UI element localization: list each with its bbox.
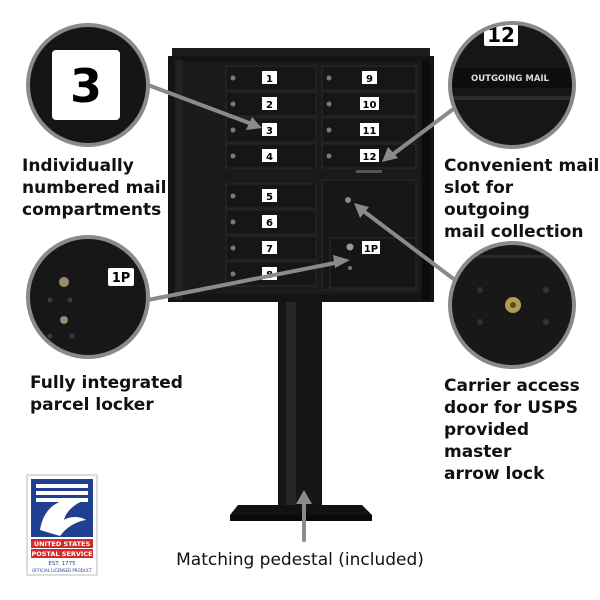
eagle-icon xyxy=(40,499,86,536)
compartment-number: 10 xyxy=(363,100,377,111)
zoom-outgoing-slot: 12 OUTGOING MAIL xyxy=(448,21,576,149)
compartment-number: 11 xyxy=(363,126,377,137)
usps-logo: UNITED STATES POSTAL SERVICE EST. 1775 O… xyxy=(26,474,98,576)
outgoing-mail-label: OUTGOING MAIL xyxy=(471,74,550,84)
compartment-number: 6 xyxy=(266,218,273,229)
usps-line4: OFFICIAL LICENSED PRODUCT xyxy=(32,568,92,573)
usps-line2: POSTAL SERVICE xyxy=(31,550,92,558)
mailbox-cabinet: 1 2 3 4 5 6 7 8 9 10 11 12 1P xyxy=(168,48,434,302)
compartment-number: 9 xyxy=(366,74,373,85)
callout-parcel-text: Fully integrated parcel locker xyxy=(30,373,183,415)
compartment-number: 12 xyxy=(363,152,377,163)
zoom-parcel-locker: 1P xyxy=(26,235,150,359)
compartment-number: 3 xyxy=(266,126,273,137)
compartment-number: 1 xyxy=(266,74,273,85)
usps-line3: EST. 1775 xyxy=(48,561,76,567)
usps-line1: UNITED STATES xyxy=(34,540,91,548)
parcel-lock-mini xyxy=(346,243,354,251)
outgoing-slot-mini xyxy=(356,170,382,173)
compartment-number: 2 xyxy=(266,100,273,111)
parcel-locker-label: 1P xyxy=(364,244,378,255)
compartment-number: 4 xyxy=(266,152,273,163)
pedestal xyxy=(230,300,372,521)
zoom-numbered-compartment: 3 xyxy=(26,23,150,147)
callout-carrier-text: Carrier access door for USPS provided ma… xyxy=(444,376,580,484)
compartment-number: 5 xyxy=(266,192,273,203)
callout-numbered-text: Individually numbered mail compartments xyxy=(22,156,167,220)
carrier-lock-mini xyxy=(345,197,351,203)
callout-outgoing-text: Convenient mail slot for outgoing mail c… xyxy=(444,156,600,242)
callout-arrows xyxy=(146,83,457,542)
zoom-carrier-lock xyxy=(448,241,576,369)
zoom-parcel-badge: 1P xyxy=(112,271,131,286)
zoom-number-badge: 3 xyxy=(70,59,102,113)
compartment-number: 7 xyxy=(266,244,273,255)
callout-pedestal-text: Matching pedestal (included) xyxy=(176,550,424,570)
